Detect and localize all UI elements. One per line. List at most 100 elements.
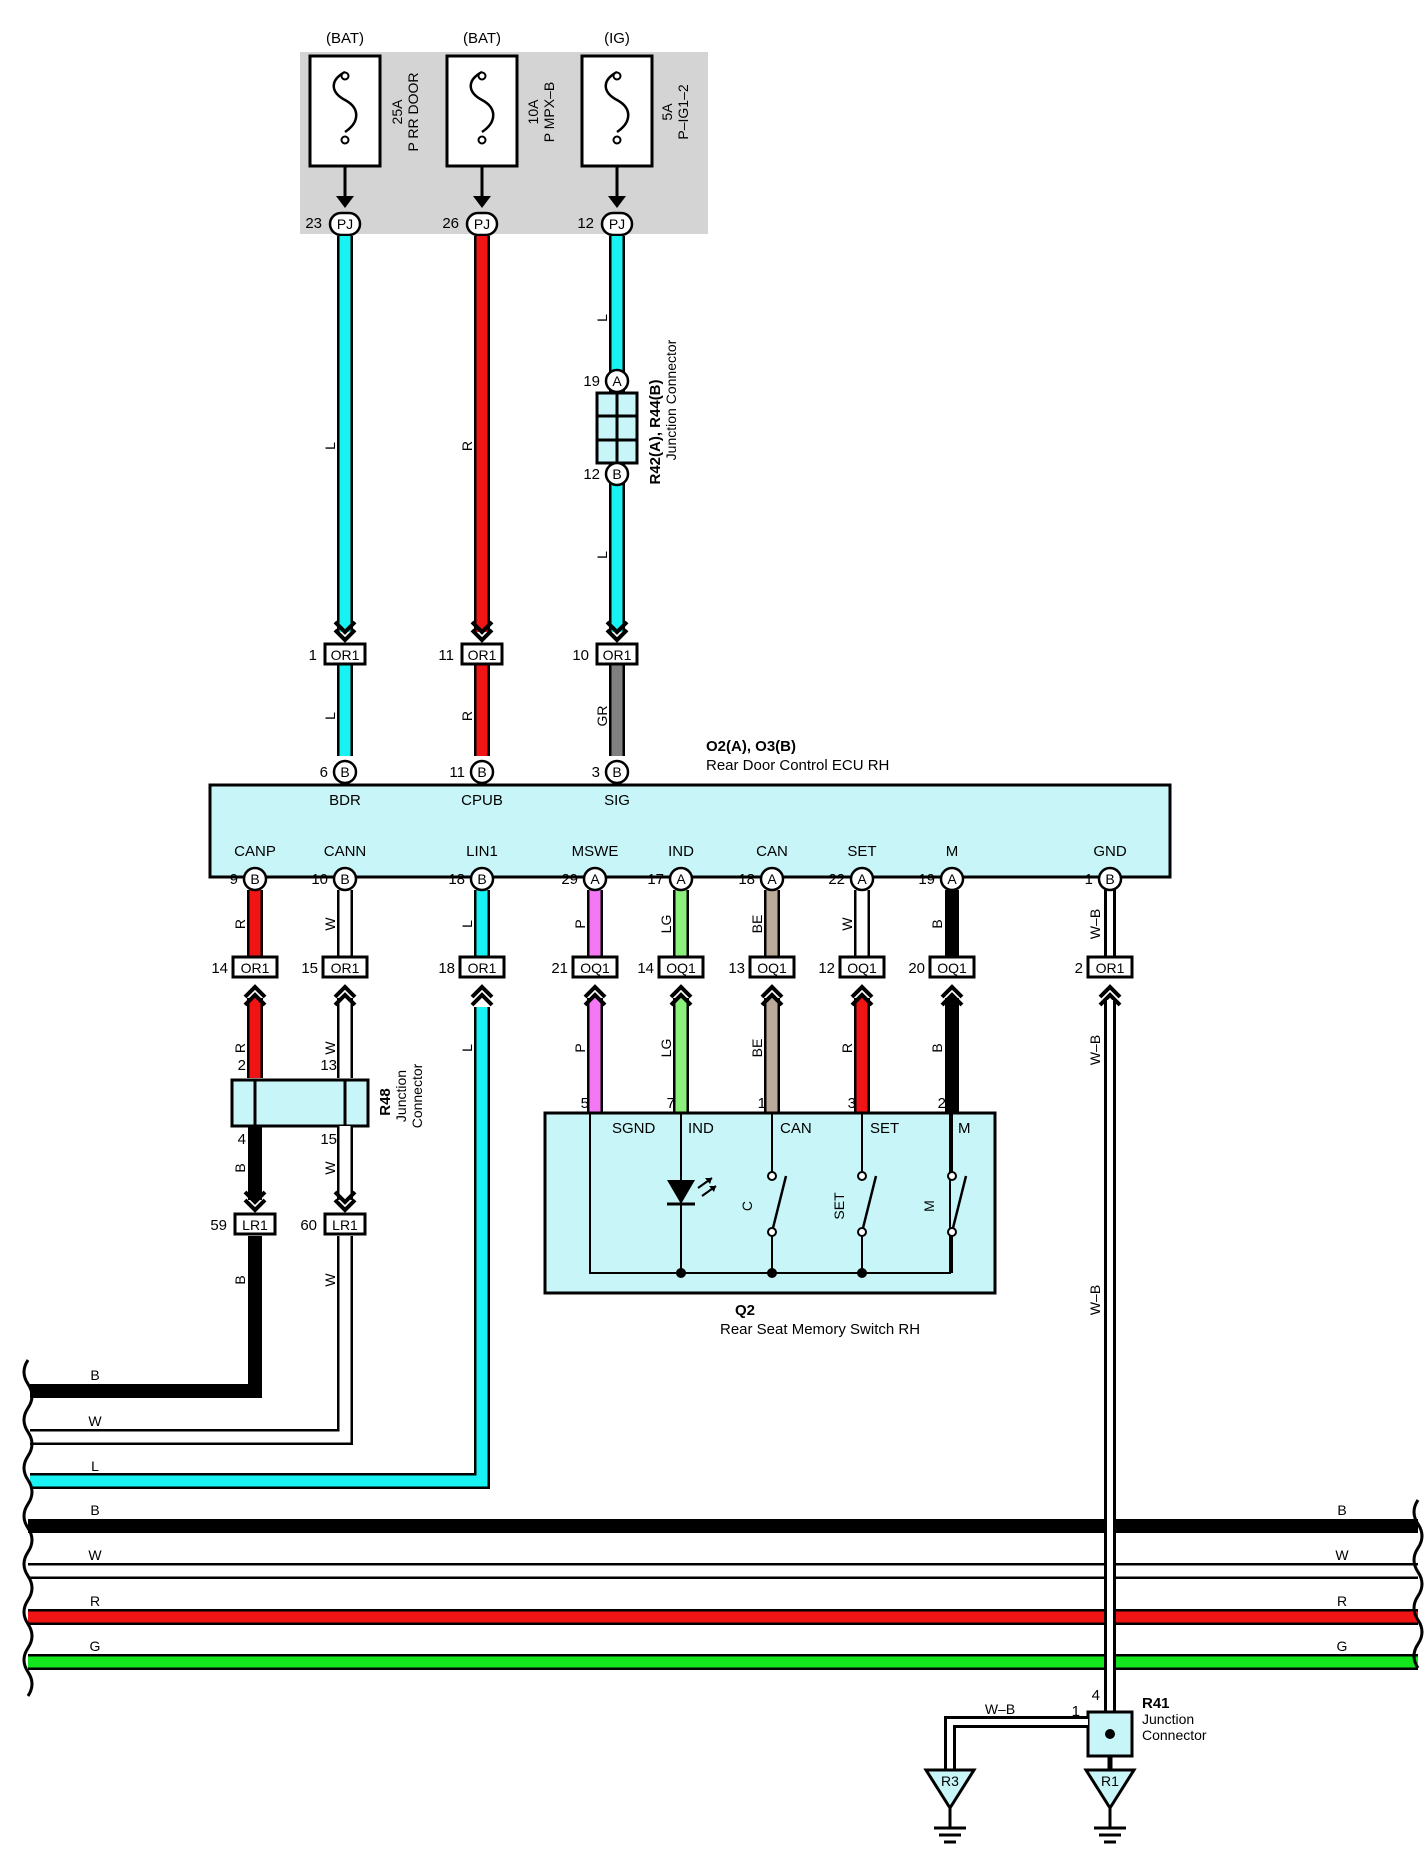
- wire-color-label: B: [929, 919, 945, 928]
- wire-color-label: W: [322, 1161, 338, 1175]
- pin-number: 2: [1075, 960, 1083, 977]
- switch-body: [543, 1111, 997, 1295]
- connector-label: LR1: [332, 1217, 358, 1233]
- top-wires: L R L L: [322, 236, 625, 756]
- bus-label: W: [1335, 1547, 1349, 1563]
- terminal-name: LIN1: [466, 843, 498, 860]
- connector-label: OQ1: [666, 960, 696, 976]
- pin-number: 12: [583, 466, 600, 483]
- ecu-pin-cpub: 11 B CPUB: [449, 759, 503, 809]
- rear-seat-memory-switch: SGND IND CAN SET M C SET: [543, 1111, 997, 1338]
- pin-marker: [759, 866, 785, 892]
- terminal-name: CPUB: [461, 792, 503, 809]
- fuse-rating: 25A: [389, 99, 405, 125]
- connector-label: OQ1: [580, 960, 610, 976]
- terminal-name: IND: [688, 1120, 714, 1137]
- wire-color-label: W–B: [1087, 1035, 1103, 1065]
- connector-oq1-21: OQ1 21P: [551, 955, 619, 1053]
- bus-label: W: [88, 1413, 102, 1429]
- connector-label: LR1: [242, 1217, 268, 1233]
- pin-marker: [939, 866, 965, 892]
- terminal-name: CAN: [756, 843, 788, 860]
- wire-color-label: P: [572, 919, 588, 928]
- fuse-element-icon: [332, 70, 358, 134]
- wire-color-label: L: [322, 712, 338, 720]
- pin-number: 20: [908, 960, 925, 977]
- ground-circuit: W–B W–B 4 1 R41 Junction Connector W–B R…: [923, 1000, 1207, 1844]
- ecu-id: O2(A), O3(B): [706, 738, 796, 755]
- arrow-down-icon: [473, 196, 491, 208]
- connector-label: PJ: [474, 216, 490, 232]
- pin-tag: A: [857, 871, 867, 887]
- connector-lr1-59: LR1 59: [210, 1190, 277, 1236]
- fuse-name: P RR DOOR: [405, 72, 421, 151]
- pin-tag: A: [947, 871, 957, 887]
- wire-color-label: L: [459, 920, 475, 928]
- pin-number: 23: [305, 215, 322, 232]
- pin-tag: B: [477, 871, 486, 887]
- or1-top-connectors: OR1 1 L OR1 11 R OR1 10 GR: [309, 620, 639, 727]
- pin-number: 17: [647, 871, 664, 888]
- connector-or1-11: OR1 11 R: [438, 620, 504, 721]
- fuse-name: P MPX–B: [541, 82, 557, 142]
- pin-tag: B: [612, 466, 621, 482]
- pin-marker: [582, 866, 608, 892]
- pin-tag: B: [250, 871, 259, 887]
- pin-number: 3: [592, 764, 600, 781]
- pin-number: 14: [637, 960, 654, 977]
- arrow-down-icon: [336, 196, 354, 208]
- pin-number: 19: [583, 373, 600, 390]
- junction-desc: Junction: [393, 1070, 409, 1122]
- pin-number: 12: [818, 960, 835, 977]
- connector-label: OQ1: [757, 960, 787, 976]
- connector-label: OR1: [241, 960, 270, 976]
- wire-color-label: BE: [749, 915, 765, 934]
- pin-number: 12: [577, 215, 594, 232]
- fuse-p-rr-door: (BAT) 25A P RR DOOR 23 PJ: [305, 30, 421, 237]
- ecu-pin-bdr: 6 B BDR: [320, 759, 361, 809]
- junction-id: R42(A), R44(B): [647, 379, 664, 484]
- arrow-down-icon: [608, 196, 626, 208]
- junction-id: R48: [377, 1088, 394, 1116]
- terminal-name: M: [946, 843, 959, 860]
- switch-m: M: [921, 1113, 968, 1273]
- wire-color-label: R: [232, 919, 248, 929]
- connector-label: PJ: [337, 216, 353, 232]
- junction-connector-r42-r44: 19 A 12 B R42(A), R44(B) Junction Connec…: [583, 339, 679, 487]
- switch-name: Rear Seat Memory Switch RH: [720, 1321, 920, 1338]
- connector-pj: [465, 211, 499, 237]
- pin-number: 14: [211, 960, 228, 977]
- junction-desc: Connector: [409, 1063, 425, 1128]
- terminal-name: SET: [870, 1120, 899, 1137]
- connector-lr1-60: LR1 60: [300, 1190, 367, 1236]
- wire-color-label: P: [572, 1043, 588, 1052]
- pin-number: 1: [1072, 1703, 1080, 1720]
- ground-label: R3: [941, 1773, 959, 1789]
- pin-number: 4: [238, 1131, 246, 1148]
- wire-color-label: L: [322, 442, 338, 450]
- connector-label: OQ1: [937, 960, 967, 976]
- switch-label: C: [739, 1201, 755, 1211]
- fuse-element-icon: [469, 70, 495, 134]
- wire-color-label: LG: [658, 915, 674, 934]
- left-bus-wires: B W B W L: [30, 1007, 490, 1489]
- pin-number: 18: [738, 871, 755, 888]
- pin-number: 1: [758, 1095, 766, 1112]
- pin-number: 59: [210, 1217, 227, 1234]
- wire-color-label: W–B: [985, 1701, 1015, 1717]
- cut-line-left: [22, 1359, 34, 1697]
- pin-number: 3: [848, 1095, 856, 1112]
- bus-label: G: [1337, 1638, 1348, 1654]
- pin-number: 19: [918, 871, 935, 888]
- pin-number: 26: [442, 215, 459, 232]
- wire-color-label: W: [322, 1041, 338, 1055]
- pin-number: 21: [551, 960, 568, 977]
- bus-label: B: [90, 1367, 99, 1383]
